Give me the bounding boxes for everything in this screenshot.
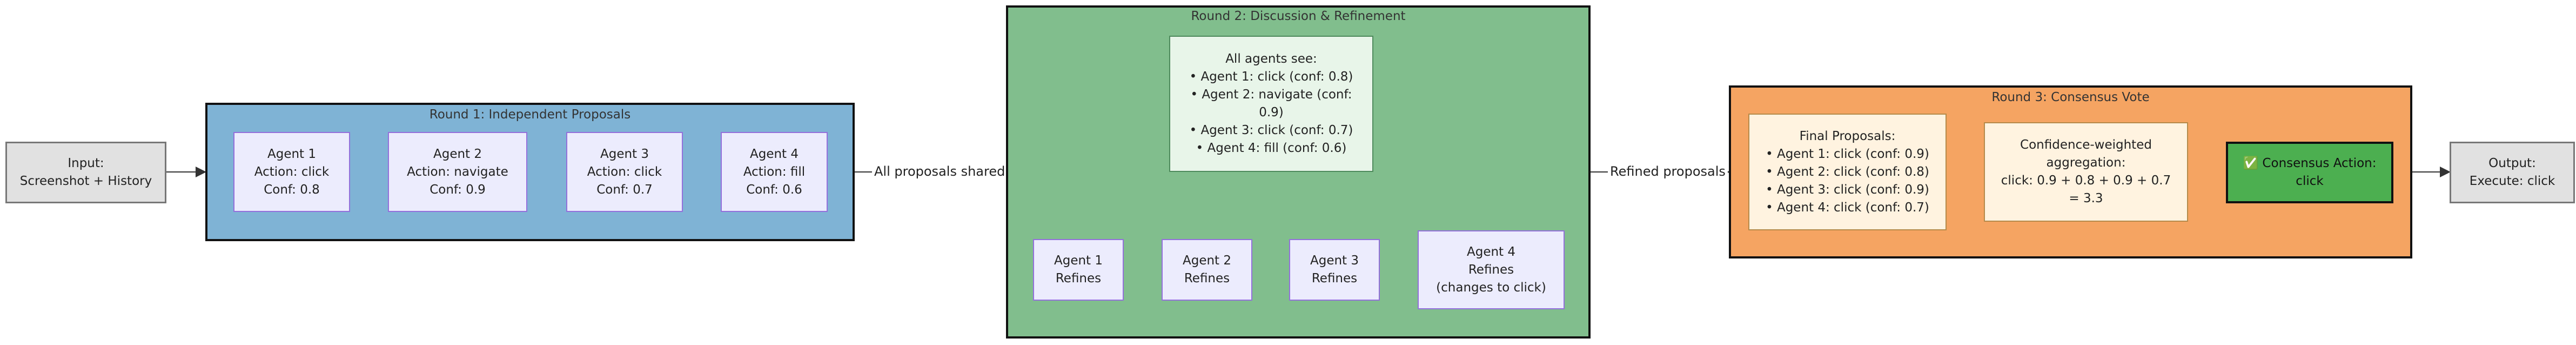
refine-text: (changes to click): [1436, 280, 1546, 295]
see-text: • Agent 2: navigate (conf:: [1190, 88, 1352, 102]
input-line: Input:: [68, 156, 104, 170]
agent-text: Action: fill: [743, 164, 806, 179]
output-line: Output:: [2488, 156, 2536, 170]
refine-text: Agent 1: [1054, 254, 1103, 268]
see-text: 0.9): [1259, 105, 1284, 120]
round1-title-line: Round 1: Independent: [429, 108, 568, 122]
refine-text: Agent 2: [1182, 254, 1232, 268]
output-line: Execute: click: [2469, 174, 2555, 188]
see-text: • Agent 1: click (conf: 0.8): [1189, 70, 1353, 84]
agent-text: Action: click: [254, 164, 330, 179]
input-node: Input: Screenshot + History: [5, 142, 166, 203]
aggregation-text: Confidence-weighted: [2020, 138, 2152, 152]
round3-title: Round 3: Consensus Vote: [1991, 90, 2150, 104]
agent-text: Agent 4: [749, 147, 799, 161]
consensus-text: click: [2296, 174, 2324, 188]
aggregation-text: = 3.3: [2069, 191, 2103, 205]
aggregation-node: Confidence-weighted aggregation: click: …: [1984, 122, 2188, 222]
refine-agent-2: Agent 2 Refines: [1162, 239, 1252, 301]
see-text: All agents see:: [1225, 52, 1317, 66]
refine-agent-4: Agent 4 Refines (changes to click): [1418, 230, 1565, 309]
refine-text: Refines: [1311, 271, 1358, 286]
see-text: • Agent 4: fill (conf: 0.6): [1196, 141, 1347, 155]
agent-text: Conf: 0.9: [430, 182, 486, 197]
aggregation-text: click: 0.9 + 0.8 + 0.9 + 0.7: [2001, 174, 2171, 188]
agent-text: Conf: 0.7: [596, 182, 653, 197]
refine-agent-3: Agent 3 Refines: [1289, 239, 1380, 301]
refine-text: Refines: [1184, 271, 1230, 286]
final-text: Final Proposals:: [1799, 129, 1896, 143]
agent-text: Action: navigate: [407, 164, 508, 179]
agent-text: Conf: 0.6: [746, 182, 802, 197]
consensus-text: ✅ Consensus Action:: [2243, 156, 2377, 170]
round1-agent-1: Agent 1 Action: click Conf: 0.8: [233, 132, 350, 212]
agent-text: Agent 3: [600, 147, 649, 161]
edge-label-refined-proposals: Refined proposals: [1608, 163, 1728, 180]
final-text: • Agent 1: click (conf: 0.9): [1766, 147, 1929, 161]
agent-text: Agent 1: [267, 147, 317, 161]
round2-title-line: Refinement: [1334, 9, 1406, 23]
output-node: Output: Execute: click: [2450, 142, 2575, 203]
final-text: • Agent 2: click (conf: 0.8): [1766, 164, 1929, 179]
aggregation-text: aggregation:: [2046, 156, 2126, 170]
refine-text: Agent 4: [1466, 244, 1516, 259]
input-line: Screenshot + History: [19, 174, 152, 188]
agent-text: Agent 2: [433, 147, 482, 161]
agent-text: Conf: 0.8: [264, 182, 320, 197]
see-text: • Agent 3: click (conf: 0.7): [1189, 123, 1353, 137]
refine-text: Refines: [1468, 262, 1514, 277]
round1-agent-3: Agent 3 Action: click Conf: 0.7: [566, 132, 683, 212]
final-proposals-node: Final Proposals: • Agent 1: click (conf:…: [1748, 114, 1947, 230]
agent-text: Action: click: [587, 164, 662, 179]
final-text: • Agent 3: click (conf: 0.9): [1766, 182, 1929, 197]
edge-label-proposals-shared: All proposals shared: [872, 163, 1008, 180]
final-text: • Agent 4: click (conf: 0.7): [1766, 200, 1929, 215]
round2-title-line: Round 2: Discussion &: [1191, 9, 1330, 23]
round2-title: Round 2: Discussion & Refinement: [1008, 8, 1588, 25]
refine-text: Refines: [1055, 271, 1102, 286]
all-agents-see-node: All agents see: • Agent 1: click (conf: …: [1169, 36, 1373, 172]
refine-text: Agent 3: [1310, 254, 1359, 268]
refine-agent-1: Agent 1 Refines: [1033, 239, 1124, 301]
round1-agent-2: Agent 2 Action: navigate Conf: 0.9: [388, 132, 527, 212]
round1-agent-4: Agent 4 Action: fill Conf: 0.6: [721, 132, 828, 212]
round1-title-line: Proposals: [571, 108, 631, 122]
round1-title: Round 1: Independent Proposals: [207, 106, 853, 124]
consensus-action-node: ✅ Consensus Action: click: [2226, 142, 2393, 203]
